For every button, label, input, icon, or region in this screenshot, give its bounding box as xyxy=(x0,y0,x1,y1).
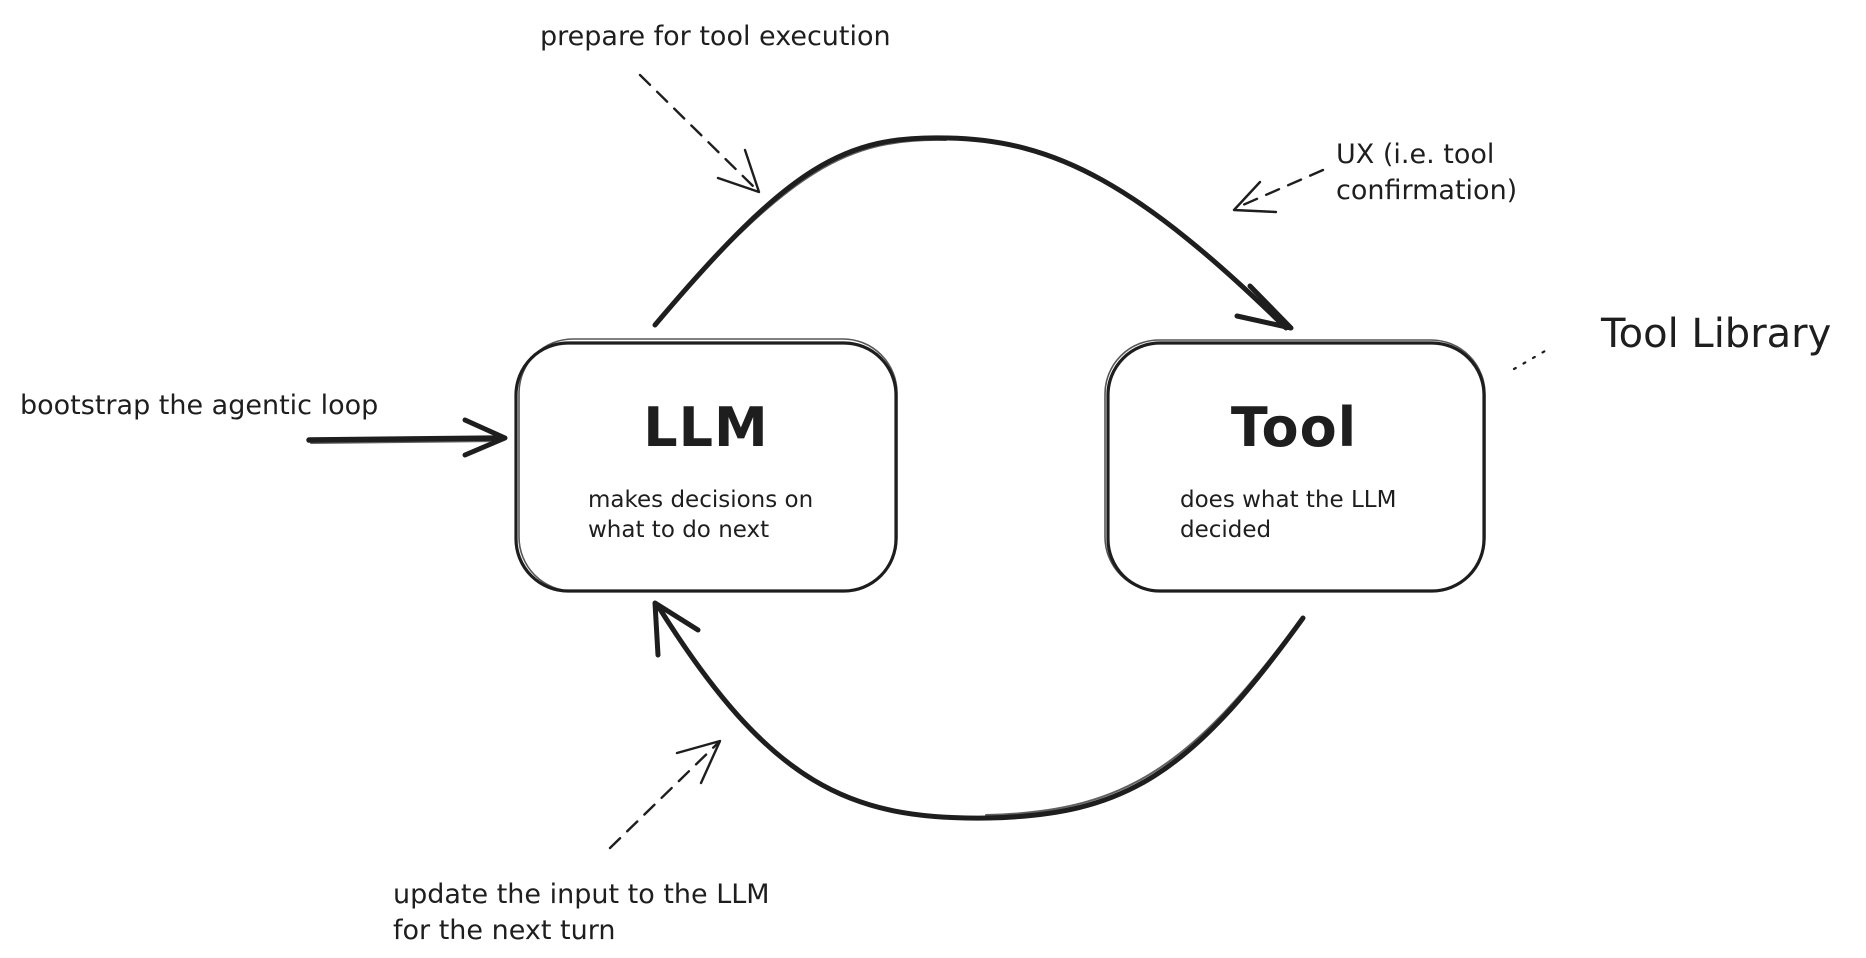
tool-node-description-line1: does what the LLM xyxy=(1180,487,1397,513)
tool-node-title: Tool xyxy=(1230,396,1358,459)
ux-dashed-arrow xyxy=(1234,168,1325,210)
top-flow-arrow xyxy=(652,135,1294,331)
update-dashed-arrow xyxy=(608,741,720,850)
ux-annotation-line2: confirmation) xyxy=(1336,175,1518,206)
bootstrap-annotation: bootstrap the agentic loop xyxy=(20,390,379,421)
llm-node-description-line1: makes decisions on xyxy=(588,487,814,513)
tool-library-label: Tool Library xyxy=(1601,311,1832,357)
update-annotation-line1: update the input to the LLM xyxy=(393,879,770,910)
bottom-flow-arrow xyxy=(652,600,1306,821)
bootstrap-arrow xyxy=(306,417,508,458)
llm-node-box[interactable] xyxy=(514,338,898,593)
update-dashed-arrowhead xyxy=(675,739,722,785)
prepare-annotation: prepare for tool execution xyxy=(540,21,891,52)
tool-node-description-line2: decided xyxy=(1180,517,1272,543)
prepare-dashed-arrowhead xyxy=(716,148,761,194)
tool-node-box[interactable] xyxy=(1104,339,1486,593)
llm-node-description-line2: what to do next xyxy=(588,517,770,543)
ux-annotation-line1: UX (i.e. tool xyxy=(1336,139,1495,170)
prepare-dashed-arrow xyxy=(638,73,759,192)
llm-node-title: LLM xyxy=(643,396,769,459)
tool-library-dotted-connector xyxy=(1512,345,1554,371)
ux-dashed-arrowhead xyxy=(1232,180,1278,214)
update-annotation-line2: for the next turn xyxy=(393,915,616,946)
